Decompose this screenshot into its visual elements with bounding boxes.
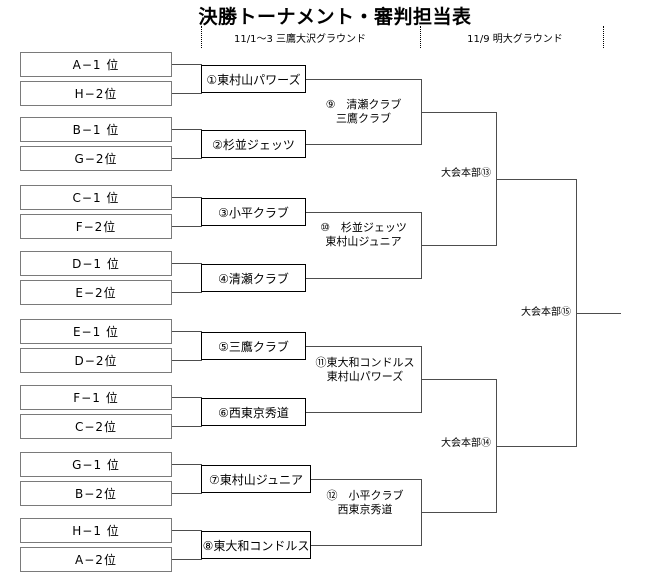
round1-match-box: ④清瀬クラブ: [201, 264, 306, 292]
bracket-connector: [421, 245, 496, 246]
seed-box: B−2位: [20, 481, 172, 506]
seed-box: D−2位: [20, 348, 172, 373]
bracket-connector: [172, 493, 201, 494]
round2-match-line1: ⑫ 小平クラブ: [326, 489, 404, 502]
round2-match-label: ⑨ 清瀬クラブ 三鷹クラブ: [306, 98, 421, 126]
round2-match-line2: 東村山パワーズ: [326, 370, 404, 383]
bracket-connector: [172, 64, 201, 65]
champion-line: [576, 313, 621, 314]
bracket-connector: [172, 93, 201, 94]
bracket-connector: [421, 379, 496, 380]
bracket-connector: [172, 426, 201, 427]
round1-match-box: ⑧東大和コンドルス: [201, 531, 311, 559]
venue-label-round1: 11/1〜3 三鷹大沢グラウンド: [234, 34, 366, 45]
seed-box: G−2位: [20, 146, 172, 171]
headquarters-label: 大会本部⑬: [441, 168, 491, 179]
bracket-connector: [496, 446, 576, 447]
seed-box: G−1 位: [20, 452, 172, 477]
round1-match-box: ⑥西東京秀道: [201, 398, 306, 426]
headquarters-label: 大会本部⑭: [441, 438, 491, 449]
column-divider-3: [603, 26, 604, 48]
bracket-connector: [172, 263, 201, 264]
bracket-connector: [306, 79, 421, 80]
round1-match-box: ⑤三鷹クラブ: [201, 332, 306, 360]
bracket-connector: [306, 346, 421, 347]
seed-box: B−1 位: [20, 117, 172, 142]
seed-box: A−2位: [20, 547, 172, 572]
round1-match-box: ①東村山パワーズ: [201, 65, 306, 93]
seed-box: E−2位: [20, 280, 172, 305]
seed-box: A−1 位: [20, 52, 172, 77]
round2-match-line2: 東村山ジュニア: [325, 235, 402, 248]
seed-box: C−1 位: [20, 185, 172, 210]
bracket-connector: [172, 331, 201, 332]
round2-match-label: ⑫ 小平クラブ 西東京秀道: [306, 489, 424, 517]
round1-match-box: ②杉並ジェッツ: [201, 130, 306, 158]
bracket-connector: [172, 129, 201, 130]
bracket-connector: [172, 197, 201, 198]
bracket-connector: [172, 158, 201, 159]
bracket-connector: [421, 512, 496, 513]
bracket-connector: [311, 479, 421, 480]
seed-box: F−2位: [20, 214, 172, 239]
bracket-connector: [306, 144, 421, 145]
page-title: 決勝トーナメント・審判担当表: [198, 6, 472, 28]
bracket-connector: [172, 226, 201, 227]
bracket-connector: [311, 545, 421, 546]
bracket-connector: [306, 212, 421, 213]
bracket-connector: [496, 179, 576, 180]
round1-match-box: ⑦東村山ジュニア: [201, 465, 311, 493]
seed-box: D−1 位: [20, 251, 172, 276]
round2-match-label: ⑪東大和コンドルス 東村山パワーズ: [306, 356, 424, 384]
round2-match-line2: 西東京秀道: [337, 503, 393, 516]
seed-box: H−2位: [20, 81, 172, 106]
seed-box: C−2位: [20, 414, 172, 439]
bracket-connector: [172, 530, 201, 531]
round2-match-line1: ⑨ 清瀬クラブ: [325, 98, 402, 111]
bracket-connector: [172, 292, 201, 293]
bracket-connector: [172, 464, 201, 465]
round1-match-box: ③小平クラブ: [201, 198, 306, 226]
seed-box: F−1 位: [20, 385, 172, 410]
round2-match-label: ⑩ 杉並ジェッツ 東村山ジュニア: [306, 221, 421, 249]
bracket-connector: [306, 278, 421, 279]
headquarters-label: 大会本部⑮: [521, 307, 571, 318]
bracket-connector: [172, 397, 201, 398]
bracket-connector: [172, 559, 201, 560]
bracket-connector: [306, 412, 421, 413]
bracket-connector: [421, 112, 496, 113]
column-divider-2: [420, 26, 421, 48]
venue-label-final: 11/9 明大グラウンド: [467, 34, 563, 45]
seed-box: E−1 位: [20, 319, 172, 344]
round2-match-line2: 三鷹クラブ: [336, 112, 391, 125]
round2-match-line1: ⑩ 杉並ジェッツ: [320, 221, 407, 234]
column-divider-1: [201, 26, 202, 48]
round2-match-line1: ⑪東大和コンドルス: [315, 356, 415, 369]
bracket-connector: [172, 360, 201, 361]
seed-box: H−1 位: [20, 518, 172, 543]
